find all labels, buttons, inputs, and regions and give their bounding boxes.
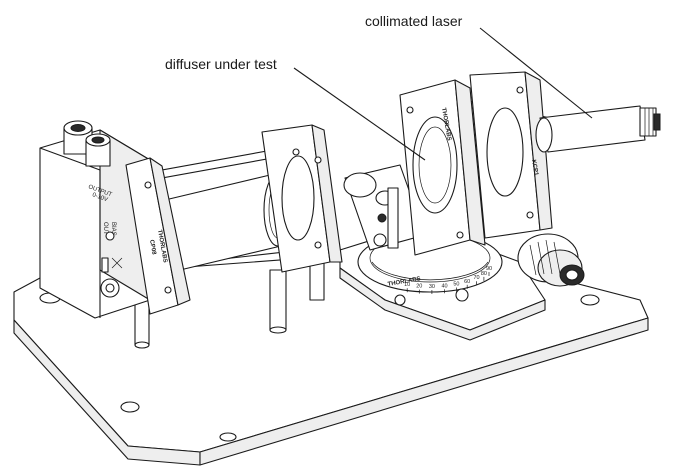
cp-model: CP08: [148, 239, 157, 255]
warning-symbol-icon: [111, 257, 123, 269]
leader-lines: [293, 27, 593, 161]
kcp-model: KCP1: [530, 159, 539, 176]
collimated-laser: [535, 105, 661, 153]
scale-tick-label: 30: [429, 284, 435, 290]
cage-plate-middle: [261, 124, 343, 273]
scale-tick-label: 20: [416, 284, 422, 290]
rotation-knob: [517, 233, 585, 287]
diffuser-holder: [343, 164, 426, 251]
kinematic-mount: THORLABS KCP1: [399, 71, 553, 256]
cage-plate-left: THORLABS CP08: [125, 157, 191, 315]
diffuser-under-test-label: diffuser under test: [165, 56, 277, 72]
kcp-engraving: THORLABS: [440, 107, 452, 141]
scale-tick-label: 80: [481, 271, 487, 277]
scale-tick-label: 40: [441, 283, 447, 289]
cp-engraving: THORLABS: [156, 229, 168, 263]
stage-engraving: THORLABS: [387, 276, 421, 288]
range-text: 0-10V: [91, 192, 108, 203]
out-text: OUT: [102, 222, 108, 235]
scale-tick-label: 60: [464, 279, 470, 285]
scale-tick-label: 50: [453, 282, 459, 288]
collimated-laser-label: collimated laser: [365, 13, 463, 29]
scale-tick-label: 70: [473, 275, 479, 281]
scale-tick-label: 10: [404, 282, 410, 288]
bias-text: BIAS: [110, 222, 116, 236]
photodetector: OUTPUT 0-10V BIAS OUT: [39, 120, 151, 319]
bnc-connector-icon: [63, 120, 111, 167]
scale-tick-label: 90: [486, 266, 492, 272]
